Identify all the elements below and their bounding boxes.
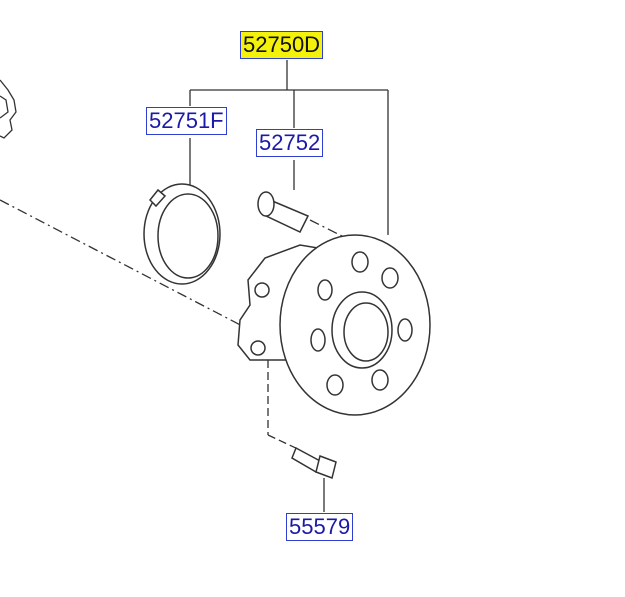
- part-label-55579[interactable]: 55579: [286, 513, 354, 541]
- part-label-52750D[interactable]: 52750D: [240, 31, 324, 59]
- part-label-52751F[interactable]: 52751F: [146, 107, 227, 135]
- dust-seal: [143, 183, 221, 285]
- knuckle-fragment: [0, 79, 17, 139]
- hub-bearing-assembly: [237, 234, 431, 416]
- hub-bolt: [257, 191, 310, 233]
- mounting-bolt: [291, 446, 337, 479]
- part-label-52752[interactable]: 52752: [256, 129, 324, 157]
